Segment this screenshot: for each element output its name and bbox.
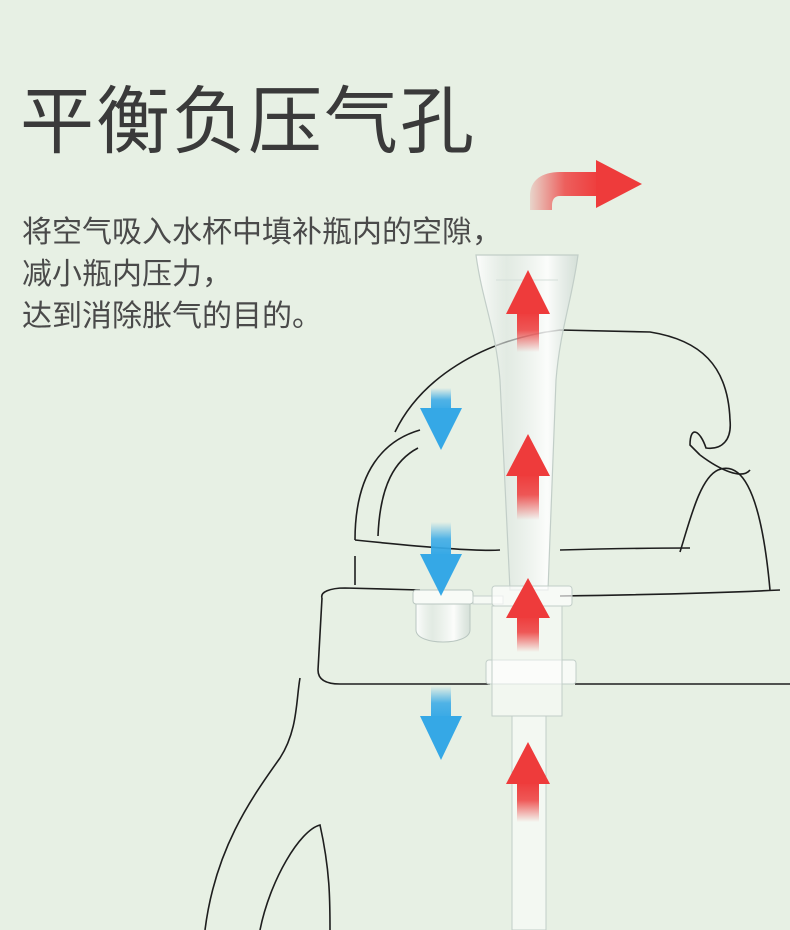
vent-valve (412, 589, 504, 643)
blue-arrow-down-3 (420, 686, 462, 760)
air-in-arrows (420, 388, 462, 760)
description-line-3: 达到消除胀气的目的。 (22, 299, 322, 334)
air-out-arrows (506, 160, 642, 822)
description-line-2: 减小瓶内压力， (22, 257, 232, 292)
red-arrow-up-3 (506, 578, 550, 652)
red-arrow-up-2 (506, 434, 550, 520)
blue-arrow-down-2 (420, 522, 462, 596)
red-arrow-up-4 (506, 742, 550, 822)
red-arrow-up-1 (506, 270, 550, 352)
blue-arrow-down-1 (420, 388, 462, 450)
description-line-1: 将空气吸入水杯中填补瓶内的空隙， (22, 215, 502, 250)
page-title: 平衡负压气孔 (20, 79, 476, 165)
description: 将空气吸入水杯中填补瓶内的空隙， 减小瓶内压力， 达到消除胀气的目的。 (22, 212, 502, 338)
red-arrow-bend-right (530, 160, 642, 210)
